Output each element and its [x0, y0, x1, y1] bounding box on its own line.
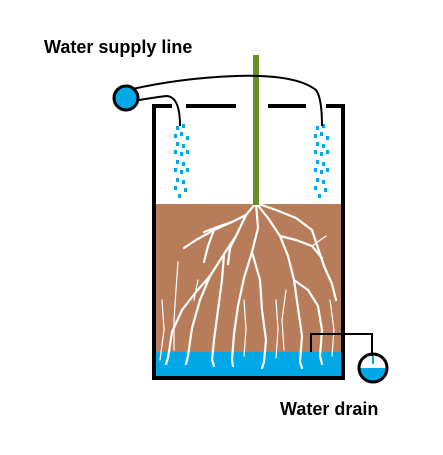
root-hairs — [159, 235, 335, 361]
water-reservoir — [154, 352, 343, 378]
soil-layer — [154, 204, 343, 352]
container-outline — [152, 106, 345, 380]
supply-line — [127, 74, 323, 127]
spray-right — [314, 124, 329, 198]
spray-left — [174, 124, 189, 198]
water-drain-label: Water drain — [280, 399, 379, 419]
drain-valve-icon — [357, 352, 389, 384]
water-supply-line-label: Water supply line — [44, 37, 193, 57]
drain-pipe — [310, 333, 373, 356]
roots — [164, 201, 338, 370]
pump-icon — [112, 84, 140, 112]
